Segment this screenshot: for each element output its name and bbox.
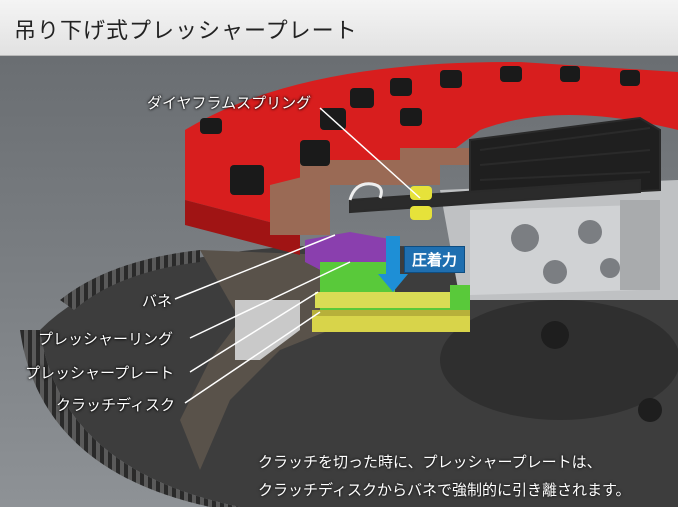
title-bar: 吊り下げ式プレッシャープレート	[0, 0, 678, 56]
housing-face	[235, 300, 300, 360]
label-clutch-disc: クラッチディスク	[56, 396, 175, 414]
spring-hook	[348, 182, 383, 201]
diaphragm-spring	[349, 116, 661, 214]
caption-line-1: クラッチを切った時に、プレッシャープレートは、	[258, 453, 602, 471]
label-spring: バネ	[142, 292, 173, 310]
leader-lines	[174, 107, 421, 404]
pivot-rings	[410, 186, 432, 220]
label-pressure-ring: プレッシャーリング	[38, 330, 174, 348]
page-title: 吊り下げ式プレッシャープレート	[14, 19, 358, 44]
clutch-cover	[185, 61, 678, 255]
caption-line-2: クラッチディスクからバネで強制的に引き離されます。	[258, 481, 631, 499]
label-pressure-plate: プレッシャープレート	[25, 364, 175, 382]
clutch-hub	[440, 180, 678, 300]
clutch-cutaway-illustration	[0, 56, 678, 507]
pressure-plate	[312, 292, 470, 332]
label-diaphragm-spring: ダイヤフラムスプリング	[147, 94, 312, 112]
force-badge: 圧着力	[404, 246, 466, 273]
force-arrow	[378, 236, 408, 292]
